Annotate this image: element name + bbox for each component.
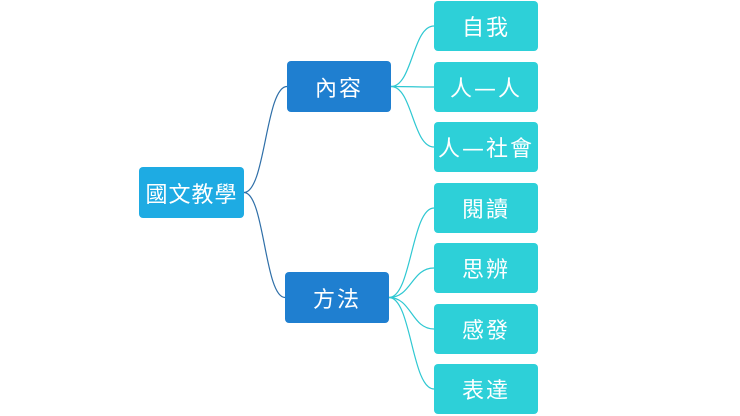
leaf-node-expression[interactable]: 表達 [434,364,538,414]
connector-root-to-content [243,85,288,194]
branch-node-content[interactable]: 內容 [287,61,391,112]
leaf-node-feeling[interactable]: 感發 [434,304,538,354]
leaf-node-reading[interactable]: 閱讀 [434,183,538,233]
branch-node-method[interactable]: 方法 [285,272,389,323]
connector-content-to-person-person [390,85,435,88]
connector-root-to-method [243,191,286,299]
leaf-node-person-society[interactable]: 人—社會 [434,122,538,172]
connector-content-to-self [390,25,435,88]
connector-method-to-expression [388,296,435,390]
leaf-node-self[interactable]: 自我 [434,1,538,51]
connector-method-to-thinking [388,267,435,299]
connector-method-to-reading [388,207,435,299]
leaf-node-thinking[interactable]: 思辨 [434,243,538,293]
connector-method-to-feeling [388,296,435,330]
root-node[interactable]: 國文教學 [139,167,244,218]
leaf-node-person-person[interactable]: 人—人 [434,62,538,112]
connector-content-to-person-society [390,85,435,148]
